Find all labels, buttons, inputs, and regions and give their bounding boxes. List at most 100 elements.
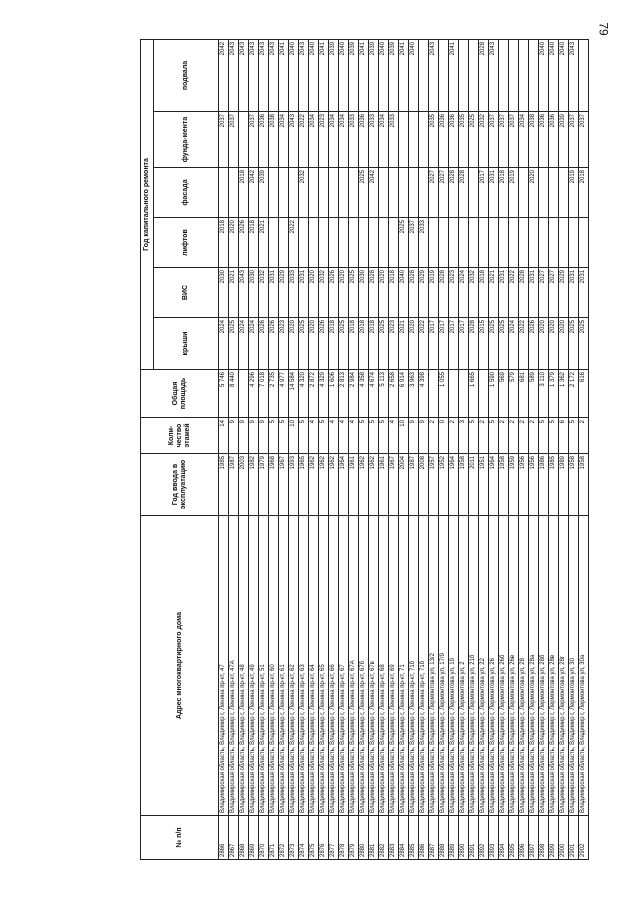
cell-address: Владимирская область, Владимир г, Ленина… <box>258 515 269 816</box>
cell-roof: 2028 <box>468 317 479 370</box>
cell-area: 2 658 <box>388 369 399 418</box>
cell-year-commission: 1952 <box>438 453 449 516</box>
cell-vis: 2029 <box>558 267 569 318</box>
cell-year-commission: 2008 <box>418 453 429 516</box>
cell-num: 2881 <box>368 815 379 860</box>
cell-address: Владимирская область, Владимир г, Лермон… <box>488 515 499 816</box>
cell-vis: 2031 <box>498 267 509 318</box>
cell-facade <box>328 167 339 218</box>
cell-area: 3 110 <box>538 369 549 418</box>
cell-year-commission: 1962 <box>308 453 319 516</box>
cell-floors: 9 <box>228 417 239 454</box>
cell-basement <box>468 39 479 112</box>
cell-num: 2896 <box>518 815 529 860</box>
cell-basement: 2043 <box>298 39 309 112</box>
cell-vis: 2020 <box>378 267 389 318</box>
cell-area: 1 665 <box>468 369 479 418</box>
cell-vis: 2024 <box>458 267 469 318</box>
cell-area: 2 984 <box>348 369 359 418</box>
cell-floors: 5 <box>488 417 499 454</box>
header-num: № п/п <box>140 815 219 860</box>
cell-floors: 2 <box>448 417 459 454</box>
cell-address: Владимирская область, Владимир г, Ленина… <box>268 515 279 816</box>
cell-year-commission: 1967 <box>278 453 289 516</box>
cell-vis: 2021 <box>228 267 239 318</box>
cell-floors: 2 <box>528 417 539 454</box>
cell-num: 2867 <box>228 815 239 860</box>
cell-vis: 2028 <box>438 267 449 318</box>
cell-area: 4 674 <box>368 369 379 418</box>
cell-floors: 4 <box>328 417 339 454</box>
cell-facade: 2042 <box>248 167 259 218</box>
cell-area <box>428 369 439 418</box>
cell-year-commission: 1964 <box>488 453 499 516</box>
cell-basement: 2040 <box>308 39 319 112</box>
cell-foundation: 2037 <box>508 111 519 168</box>
cell-vis: 2021 <box>488 267 499 318</box>
cell-floors: 9 <box>238 417 249 454</box>
cell-foundation: 2035 <box>428 111 439 168</box>
cell-basement: 2041 <box>448 39 459 112</box>
cell-roof: 2017 <box>438 317 449 370</box>
cell-vis: 2040 <box>398 267 409 318</box>
cell-year-commission: 1962 <box>358 453 369 516</box>
cell-foundation: 2037 <box>228 111 239 168</box>
cell-num: 2885 <box>408 815 419 860</box>
cell-foundation: 2036 <box>258 111 269 168</box>
cell-basement: 2043 <box>258 39 269 112</box>
cell-num: 2869 <box>248 815 259 860</box>
cell-foundation: 2034 <box>278 111 289 168</box>
cell-foundation: 2036 <box>548 111 559 168</box>
cell-lifts <box>308 217 319 268</box>
cell-area: 1 055 <box>438 369 449 418</box>
cell-vis: 2022 <box>508 267 519 318</box>
cell-area: 4 329 <box>318 369 329 418</box>
header-basement: подвала <box>153 39 219 112</box>
cell-roof: 2017 <box>448 317 459 370</box>
cell-foundation: 2043 <box>288 111 299 168</box>
cell-year-commission: 2004 <box>398 453 409 516</box>
cell-facade <box>558 167 569 218</box>
cell-basement: 2043 <box>568 39 579 112</box>
cell-lifts <box>438 217 449 268</box>
cell-area: 579 <box>508 369 519 418</box>
cell-lifts: 2020 <box>228 217 239 268</box>
cell-vis: 2025 <box>348 267 359 318</box>
cell-roof: 2023 <box>388 317 399 370</box>
cell-vis: 2027 <box>538 267 549 318</box>
header-lifts: лифтов <box>153 217 219 268</box>
cell-num: 2882 <box>378 815 389 860</box>
header-repair-group: Год капитального ремонта <box>140 39 154 370</box>
cell-area: 2 872 <box>308 369 319 418</box>
cell-facade: 2019 <box>568 167 579 218</box>
cell-lifts <box>478 217 489 268</box>
cell-address: Владимирская область, Владимир г, Ленина… <box>318 515 329 816</box>
cell-basement: 2042 <box>218 39 229 112</box>
cell-area: 4 320 <box>298 369 309 418</box>
cell-num: 2877 <box>328 815 339 860</box>
cell-lifts <box>548 217 559 268</box>
cell-foundation: 2023 <box>318 111 329 168</box>
cell-address: Владимирская область, Владимир г, Лермон… <box>448 515 459 816</box>
cell-vis: 2031 <box>528 267 539 318</box>
cell-floors: 4 <box>348 417 359 454</box>
cell-lifts <box>348 217 359 268</box>
cell-roof: 2025 <box>568 317 579 370</box>
cell-lifts <box>378 217 389 268</box>
cell-num: 2900 <box>558 815 569 860</box>
cell-foundation <box>238 111 249 168</box>
cell-lifts <box>568 217 579 268</box>
cell-floors: 10 <box>288 417 299 454</box>
cell-num: 2875 <box>308 815 319 860</box>
cell-year-commission: 1958 <box>578 453 589 516</box>
cell-basement: 2040 <box>548 39 559 112</box>
cell-vis: 2043 <box>238 267 249 318</box>
cell-roof: 2017 <box>458 317 469 370</box>
cell-address: Владимирская область, Владимир г, Ленина… <box>278 515 289 816</box>
